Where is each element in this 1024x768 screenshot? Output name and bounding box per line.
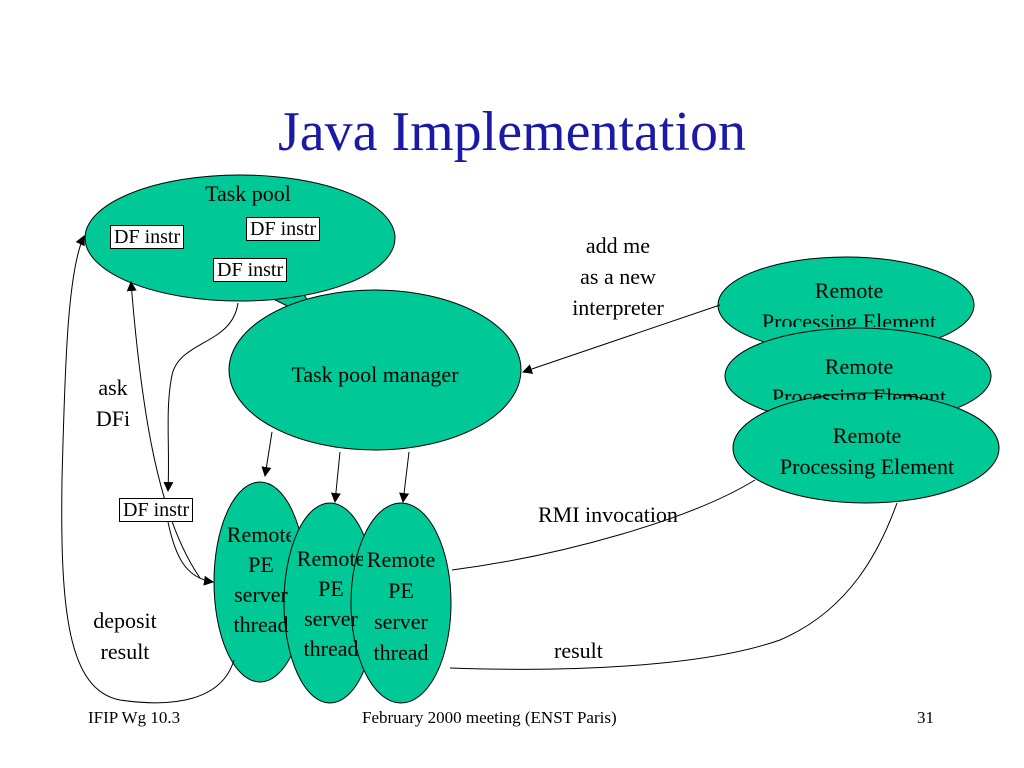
rpe-line: Remote [832,423,902,448]
page-number: 31 [917,708,934,727]
footer-left: IFIP Wg 10.3 [88,708,181,727]
ask-dfi-arrow [126,281,201,579]
thread-line: server [304,606,358,631]
rmi-invocation-line [451,479,756,571]
manager-to-thread-1-arrow [261,431,273,477]
result-label: result [554,638,603,663]
server-thread-label: Remote PE server thread [358,544,444,668]
thread-line: thread [373,640,429,665]
task-pool-manager-node [228,289,522,451]
add-me-label: add me as a new interpreter [560,230,676,323]
footer-center: February 2000 meeting (ENST Paris) [362,708,617,727]
task-pool-manager-label: Task pool manager [291,362,459,387]
thread-line: thread [233,612,289,637]
result-line [449,502,898,670]
df-instr-box: DF instr [110,225,185,249]
remote-processing-element-label: Remote Processing Element [744,275,954,327]
rmi-invocation-label: RMI invocation [538,502,678,527]
thread-line: thread [303,636,359,661]
task-pool-bubble [84,174,396,302]
deposit-result-arrow [61,235,235,704]
server-thread-label: Remote PE server thread [218,520,296,645]
task-pool-label: Task pool [205,181,291,206]
add-me-line: as a new [580,264,656,289]
ask-line: ask [98,375,128,400]
slide-title: Java Implementation [277,101,747,163]
server-thread-label: Remote PE server thread [289,544,366,664]
add-me-line: interpreter [572,295,664,320]
df-instr-to-thread-curve [167,521,214,586]
thread-line: Remote [366,547,436,572]
server-thread-3 [350,502,452,704]
df-instr-box: DF instr [213,258,288,282]
thread-line: server [234,582,288,607]
thread-line: Remote [226,522,296,547]
thread-line: server [374,609,428,634]
remote-processing-element-label: Remote Processing Element [746,352,972,400]
remote-processing-element-label: Remote Processing Element [754,420,980,482]
thread-line: PE [318,576,344,601]
rpe-line: Processing Element [761,309,937,327]
ask-line: DFi [95,406,131,431]
add-me-line: add me [585,233,651,258]
thread-line: Remote [296,546,366,571]
thread-line: PE [248,552,274,577]
df-instr-box: DF instr [246,217,321,241]
rpe-line: Remote [814,278,884,303]
rpe-line: Processing Element [771,384,947,400]
deposit-line: deposit [93,608,157,633]
deposit-line: result [100,639,150,664]
rpe-line: Remote [824,354,894,379]
add-me-arrow [522,304,721,374]
deposit-result-label: deposit result [82,605,168,667]
df-instr-box: DF instr [119,498,194,522]
remote-processing-element-3 [732,392,1000,504]
manager-to-thread-3-arrow [399,451,410,503]
manager-to-thread-2-arrow [330,451,341,503]
ask-dfi-label: ask DFi [88,372,138,434]
pool-to-df-instr-curve [163,302,239,492]
rpe-line: Processing Element [779,454,955,479]
thread-line: PE [388,578,414,603]
